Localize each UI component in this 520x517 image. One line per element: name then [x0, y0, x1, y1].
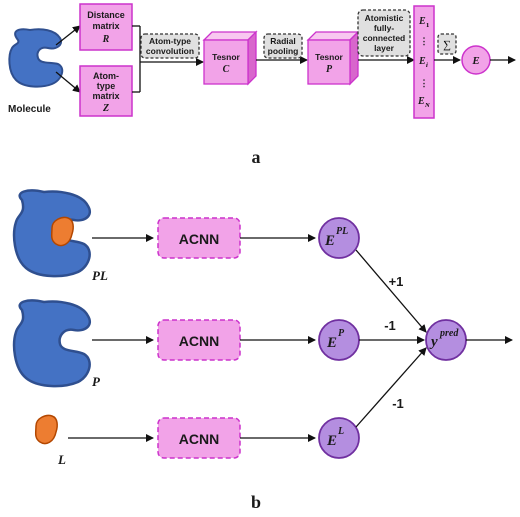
- input-label-pl: PL: [92, 268, 108, 283]
- atom-type-convolution-box: [140, 33, 200, 59]
- distance-matrix-line2: matrix: [92, 21, 119, 31]
- panel-b: PL ACNN E PL P ACNN E P L ACNN E L +1 -1: [12, 189, 513, 512]
- atom-type-matrix-box: [79, 65, 133, 117]
- atom-type-matrix-symbol: Z: [102, 103, 109, 114]
- energy-node-pl: [318, 217, 360, 259]
- distance-matrix-symbol: R: [102, 34, 110, 45]
- output-y-base: y: [429, 334, 438, 350]
- distance-matrix-box: [79, 3, 133, 51]
- atom-type-matrix-line2: type: [97, 81, 116, 91]
- energy-dots-2: ⋮: [420, 78, 429, 88]
- energy-pl-sup: PL: [336, 226, 348, 237]
- energy-node-p: [318, 319, 360, 361]
- acnn-box-pl: [157, 217, 241, 259]
- radial-pooling-box: [263, 33, 303, 59]
- panel-a: Molecule Distance matrix R Atom- type ma…: [8, 3, 516, 167]
- molecule-shape: [8, 28, 64, 88]
- acnn-box-p: [157, 319, 241, 361]
- output-y-sup: pred: [439, 328, 459, 339]
- molecule-label: Molecule: [8, 104, 51, 115]
- atom-type-convolution-line2: convolution: [146, 46, 194, 56]
- energy-e1: E: [418, 16, 426, 27]
- energy-dots-1: ⋮: [420, 36, 429, 46]
- acnn-label-pl: ACNN: [179, 231, 219, 247]
- atom-type-matrix-line1: Atom-: [93, 71, 119, 81]
- tensor-c-symbol: C: [223, 64, 230, 75]
- energy-l-sup: L: [337, 426, 344, 437]
- input-label-p: P: [92, 374, 101, 389]
- atomistic-layer-line2: fully-: [374, 23, 394, 33]
- energy-p-base: E: [326, 335, 337, 351]
- radial-pooling-line2: pooling: [268, 46, 299, 56]
- energy-l-base: E: [326, 433, 337, 449]
- distance-matrix-line1: Distance: [87, 10, 125, 20]
- energy-en-sub: N: [424, 102, 430, 109]
- sum-symbol: ∑: [443, 39, 451, 51]
- energy-column: [413, 5, 435, 119]
- atomistic-layer-line3: connected: [363, 33, 406, 43]
- input-label-l: L: [57, 452, 66, 467]
- atomistic-layer-box: [357, 9, 411, 57]
- atom-type-matrix-line3: matrix: [92, 91, 119, 101]
- atom-type-convolution-line1: Atom-type: [149, 36, 191, 46]
- panel-b-caption: b: [251, 492, 261, 512]
- output-e-label: E: [471, 55, 479, 67]
- ligand-shape-l: [34, 414, 58, 445]
- tensor-c-label: Tesnor: [212, 52, 240, 62]
- atomistic-layer-line4: layer: [374, 43, 395, 53]
- energy-pl-base: E: [324, 233, 335, 249]
- energy-e1-sub: 1: [426, 22, 429, 29]
- acnn-label-p: ACNN: [179, 333, 219, 349]
- tensor-p-label: Tesnor: [315, 52, 343, 62]
- weight-l: -1: [392, 396, 404, 411]
- panel-a-caption: a: [252, 147, 261, 167]
- radial-pooling-line1: Radial: [270, 36, 296, 46]
- weight-p: -1: [384, 318, 396, 333]
- tensor-c-cube: Tesnor C: [202, 30, 258, 86]
- sum-box: [437, 33, 457, 55]
- acnn-label-l: ACNN: [179, 431, 219, 447]
- protein-shape-p: [12, 299, 91, 388]
- energy-node-l: [318, 417, 360, 459]
- atomistic-layer-line1: Atomistic: [365, 13, 404, 23]
- acnn-box-l: [157, 417, 241, 459]
- ligand-shape-pl: [50, 216, 74, 247]
- weight-pl: +1: [389, 274, 404, 289]
- energy-ei: E: [418, 56, 426, 67]
- energy-en: E: [417, 96, 425, 107]
- tensor-p-symbol: P: [326, 64, 333, 75]
- energy-ei-sub: i: [426, 62, 428, 69]
- tensor-p-cube: Tesnor P: [306, 30, 360, 86]
- energy-p-sup: P: [338, 328, 345, 339]
